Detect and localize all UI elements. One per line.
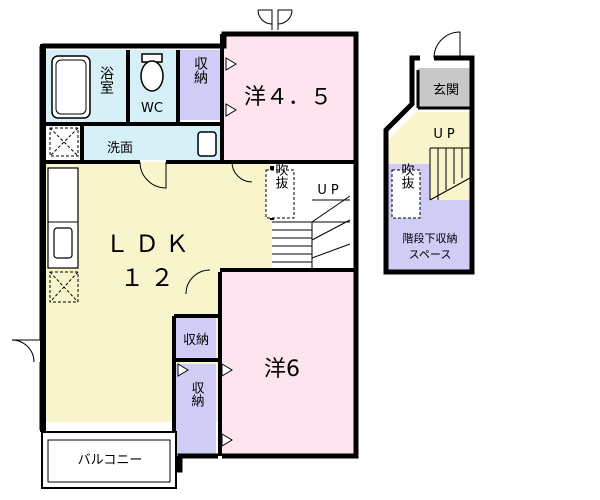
toilet-icon	[140, 53, 164, 92]
washing-machine-spot	[49, 127, 79, 157]
fukinuke-label: 吹抜	[273, 163, 289, 189]
left-wall	[40, 44, 46, 432]
annex-door-swing	[433, 31, 461, 59]
storage-mid-area	[176, 318, 216, 358]
storage-low-area	[176, 364, 216, 454]
western-6-area	[222, 272, 354, 454]
kitchen-counter	[47, 167, 79, 269]
western-45-area	[224, 34, 354, 162]
annex-fukinuke-label: 吹抜	[399, 163, 415, 189]
up-label: UP	[317, 183, 342, 198]
ldk-area-upper	[220, 162, 272, 270]
annex-stairs	[429, 147, 471, 201]
main-stairs	[272, 195, 351, 270]
bath-label: 浴室	[98, 66, 114, 94]
balcony-label: バルコニー	[78, 453, 143, 468]
door-swings	[11, 9, 293, 363]
washroom-label: 洗面	[107, 141, 133, 156]
main-unit: 浴室 WC 収納 洋４．５ 洗面 吹抜 UP ＬＤＫ １２ 収納 収納 洋6 バ…	[11, 9, 359, 489]
storage-low-label: 収納	[189, 381, 205, 408]
annex-upper-area	[388, 112, 470, 200]
annex-fukinuke-box	[391, 169, 421, 219]
annex-entrance-area	[418, 68, 470, 108]
window-markers	[177, 57, 237, 447]
wash-basin	[197, 131, 217, 157]
annex-walls	[383, 55, 475, 275]
annex-unit: 玄関 UP 吹抜 階段下収納 スペース	[383, 31, 475, 275]
storage-top-label: 収納	[192, 56, 208, 85]
balcony	[41, 431, 177, 489]
storage-top-area	[180, 50, 220, 120]
storage-mid-label: 収納	[183, 333, 209, 348]
annex-space-label: スペース	[409, 248, 452, 261]
fridge-spot	[49, 271, 79, 303]
wc-label: WC	[141, 101, 163, 116]
western-6-label: 洋6	[264, 357, 300, 382]
fukinuke-box	[265, 169, 295, 219]
ldk-label: ＬＤＫ	[105, 230, 195, 258]
annex-up-label: UP	[433, 127, 458, 142]
annex-storage-label: 階段下収納	[403, 231, 458, 245]
annex-entrance-label: 玄関	[433, 83, 459, 98]
bathtub	[51, 55, 91, 119]
western-45-label: 洋４．５	[244, 85, 332, 110]
ldk-size-label: １２	[120, 264, 180, 292]
